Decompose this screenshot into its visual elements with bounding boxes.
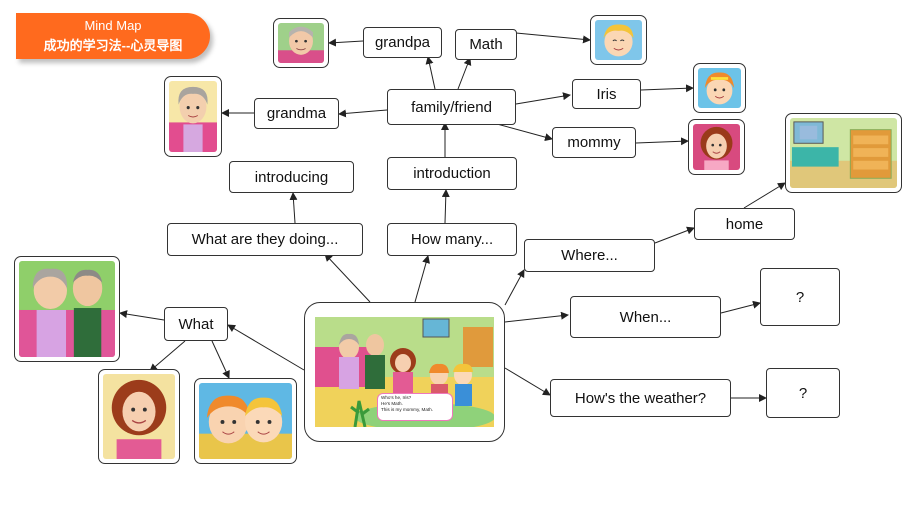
node-introduction[interactable]: introduction (387, 157, 517, 190)
node-family-friend[interactable]: family/friend (387, 89, 516, 125)
math-picture (590, 15, 647, 65)
node-how-s-the-weather[interactable]: How's the weather? (550, 379, 731, 417)
node-math[interactable]: Math (455, 29, 517, 60)
grandma-illustration (169, 81, 217, 152)
grandparents-picture (14, 256, 120, 362)
grandpa-illustration (278, 23, 324, 63)
node-home[interactable]: home (694, 208, 795, 240)
home-illustration (790, 118, 897, 188)
dialog-bubble: Who's he, Iris? He's Math. This is my mo… (377, 393, 453, 421)
mommy-illustration (693, 124, 740, 170)
dialog-line-2: He's Math. (381, 401, 403, 407)
iris-illustration (698, 68, 741, 108)
badge-title: Mind Map (84, 18, 142, 33)
kids-picture (194, 378, 297, 464)
dialog-line-3: This is my mommy, Math. (381, 407, 433, 413)
node-when[interactable]: When... (570, 296, 721, 338)
node-iris[interactable]: Iris (572, 79, 641, 109)
home-picture (785, 113, 902, 193)
mind-map-badge: Mind Map 成功的学习法--心灵导图 (16, 13, 210, 59)
node-grandma[interactable]: grandma (254, 98, 339, 129)
mommy-picture (688, 119, 745, 175)
kids-illustration (199, 383, 292, 459)
node-question-weather[interactable]: ? (766, 368, 840, 418)
family-scene-illustration (315, 317, 494, 427)
central-scene: Who's he, Iris? He's Math. This is my mo… (304, 302, 505, 442)
mommy-curly-picture (98, 369, 180, 464)
badge-subtitle: 成功的学习法--心灵导图 (43, 38, 183, 53)
dialog-line-1: Who's he, Iris? (381, 395, 412, 400)
node-introducing[interactable]: introducing (229, 161, 354, 193)
grandma-picture (164, 76, 222, 157)
node-what-are-they-doing[interactable]: What are they doing... (167, 223, 363, 256)
iris-picture (693, 63, 746, 113)
node-grandpa[interactable]: grandpa (363, 27, 442, 58)
mommy-curly-illustration (103, 374, 175, 459)
grandpa-picture (273, 18, 329, 68)
node-what[interactable]: What (164, 307, 228, 341)
node-question-when[interactable]: ? (760, 268, 840, 326)
node-where[interactable]: Where... (524, 239, 655, 272)
math-boy-illustration (595, 20, 642, 60)
node-how-many[interactable]: How many... (387, 223, 517, 256)
node-mommy[interactable]: mommy (552, 127, 636, 158)
grandparents-illustration (19, 261, 115, 357)
